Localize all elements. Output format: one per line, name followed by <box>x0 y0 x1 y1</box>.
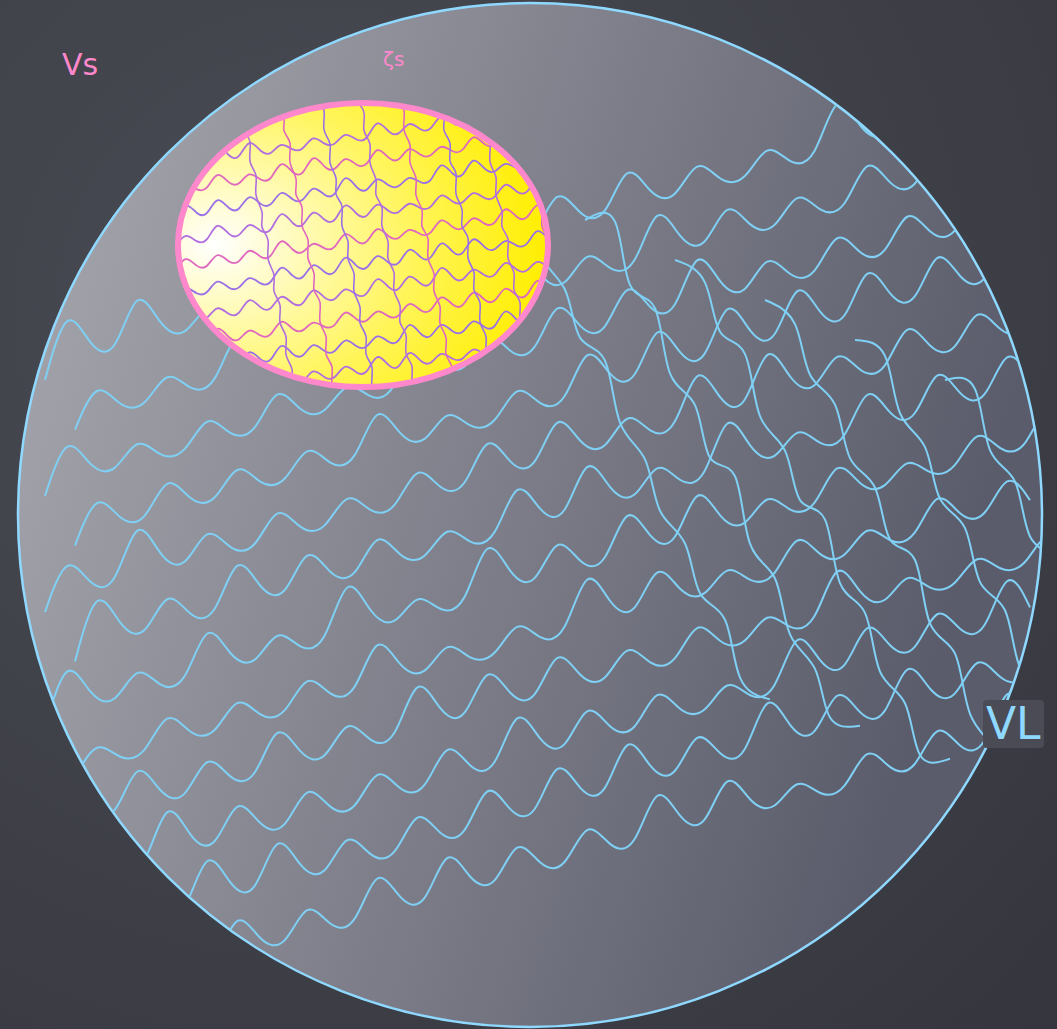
ellipse-outline <box>175 100 551 390</box>
volume-label: ζs <box>380 48 407 70</box>
volume-label: Vs <box>62 48 98 81</box>
large-volume-circle: VL ζs <box>15 0 1045 1029</box>
fine-wave-lines <box>175 100 581 404</box>
ellipse-fill <box>178 103 548 387</box>
small-volume-ellipse: ζs <box>175 100 551 390</box>
ellipse-border <box>178 103 548 387</box>
wave-lines <box>45 59 1057 1010</box>
volume-label: VL <box>983 700 1044 748</box>
circle-fill <box>18 3 1042 1027</box>
circle-outline <box>15 0 1045 1029</box>
